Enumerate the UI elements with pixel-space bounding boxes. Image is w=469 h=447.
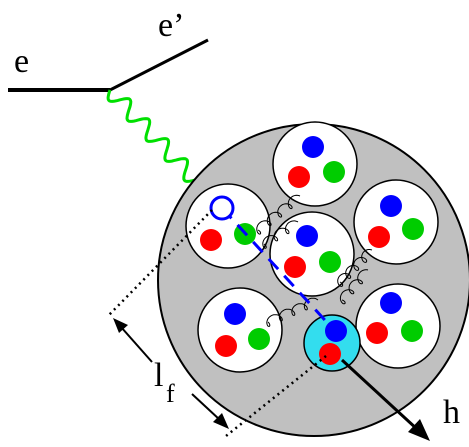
quark-green-center [319,251,341,273]
hadron-arrow [340,358,430,441]
hadron-quark-blue [325,320,347,342]
hadron-quark-red [319,343,341,365]
quark-green-lower-right [401,320,423,342]
quark-blue-upper-right [380,195,402,217]
quark-blue-center [296,225,318,247]
formation-length-arrow-up [113,318,153,363]
scattered-electron-label: e’ [158,7,184,44]
nucleon-lower-right [355,283,441,369]
formation-length-arrow-down [191,393,229,429]
quark-green-lower-left [248,328,270,350]
formation-length-label: l [154,357,163,394]
quark-red-upper-right [368,226,390,248]
quark-green-upper-right [402,218,424,240]
gluon-line-b [262,220,299,249]
quark-blue-top [302,136,324,158]
quark-red-upper-left [200,229,222,251]
formation-length-symbol: l [154,357,163,394]
gluon-line-a [256,194,301,235]
quark-blue-lower-left [224,303,246,325]
nucleon-upper-right [353,179,439,265]
scattered-electron-line [109,38,209,92]
quark-green-top [323,161,345,183]
formation-length-subscript: f [166,379,175,408]
struck-quark-circle [209,195,235,221]
struck-quark-path [220,206,336,332]
gluon-line-e [266,297,319,327]
quark-blue-lower-right [380,292,402,314]
hadron-label: h [443,394,460,431]
nucleon-lower-left [197,287,283,373]
quark-red-top [288,166,310,188]
nucleon-top [272,121,358,207]
quark-red-center [284,256,306,278]
gluon-lines [256,194,373,327]
quark-red-lower-left [215,335,237,357]
nucleons [185,121,441,373]
gluon-line-c [337,249,373,287]
gluon-line-d [339,269,369,305]
incoming-electron-label: e [14,43,29,80]
formation-guide-start [107,209,213,317]
quark-red-lower-right [366,322,388,344]
